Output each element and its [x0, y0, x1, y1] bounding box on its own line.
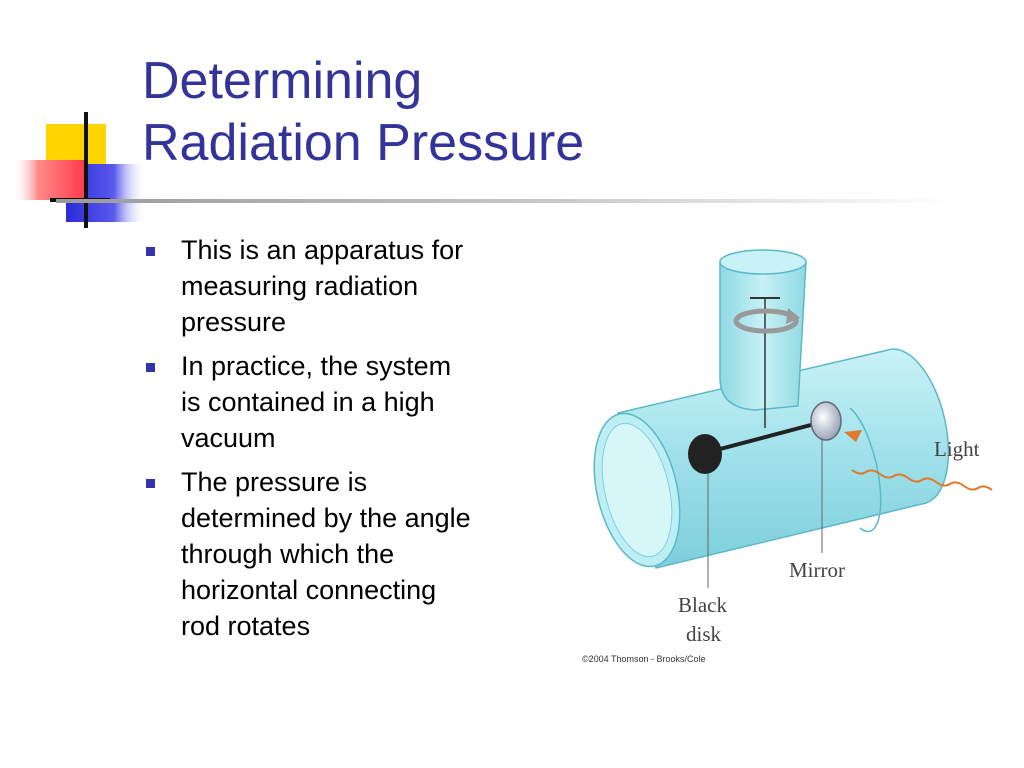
black-disk — [688, 434, 722, 474]
label-black-disk-line2: disk — [686, 622, 722, 646]
title-line-1: Determining — [142, 52, 423, 110]
slide-decoration — [12, 112, 146, 228]
page-title: Determining Radiation Pressure — [142, 50, 842, 174]
bullet-line: This is an apparatus for — [181, 235, 464, 265]
vertical-tube — [719, 249, 807, 411]
bullet-line: rod rotates — [181, 611, 311, 641]
label-mirror: Mirror — [789, 558, 845, 582]
bullet-item: This is an apparatus for measuring radia… — [146, 232, 566, 340]
bullet-line: horizontal connecting — [181, 575, 437, 605]
bullet-marker — [146, 363, 155, 372]
bullet-line: determined by the angle — [181, 503, 471, 533]
light-ray — [851, 469, 993, 491]
connecting-rod — [704, 420, 823, 455]
bullet-marker — [146, 247, 155, 256]
bullet-line: vacuum — [181, 423, 276, 453]
mirror — [810, 401, 842, 441]
light-arrow-icon — [844, 430, 862, 442]
bullet-item: In practice, the system is contained in … — [146, 348, 566, 456]
figure-credit: ©2004 Thomson - Brooks/Cole — [582, 654, 706, 664]
bullet-line: In practice, the system — [181, 351, 452, 381]
title-line-2: Radiation Pressure — [142, 114, 585, 172]
deco-red-square — [12, 160, 86, 200]
bullet-marker — [146, 479, 155, 488]
bullet-line: measuring radiation — [181, 271, 419, 301]
label-black-disk-line1: Black — [678, 593, 727, 617]
bullet-line: is contained in a high — [181, 387, 435, 417]
rotation-arrow-icon — [733, 308, 800, 334]
label-light: Light — [934, 437, 980, 461]
bullet-line: pressure — [181, 307, 287, 337]
horizontal-tube — [593, 348, 950, 569]
deco-vertical-line — [84, 112, 88, 228]
bullet-item: The pressure is determined by the angle … — [146, 464, 566, 644]
title-divider — [56, 199, 956, 203]
bullet-list: This is an apparatus for measuring radia… — [146, 232, 566, 652]
bullet-line: The pressure is — [181, 467, 368, 497]
apparatus-illustration: Light Mirror Black disk ©2004 Thomson - … — [582, 249, 993, 664]
bullet-line: through which the — [181, 539, 395, 569]
